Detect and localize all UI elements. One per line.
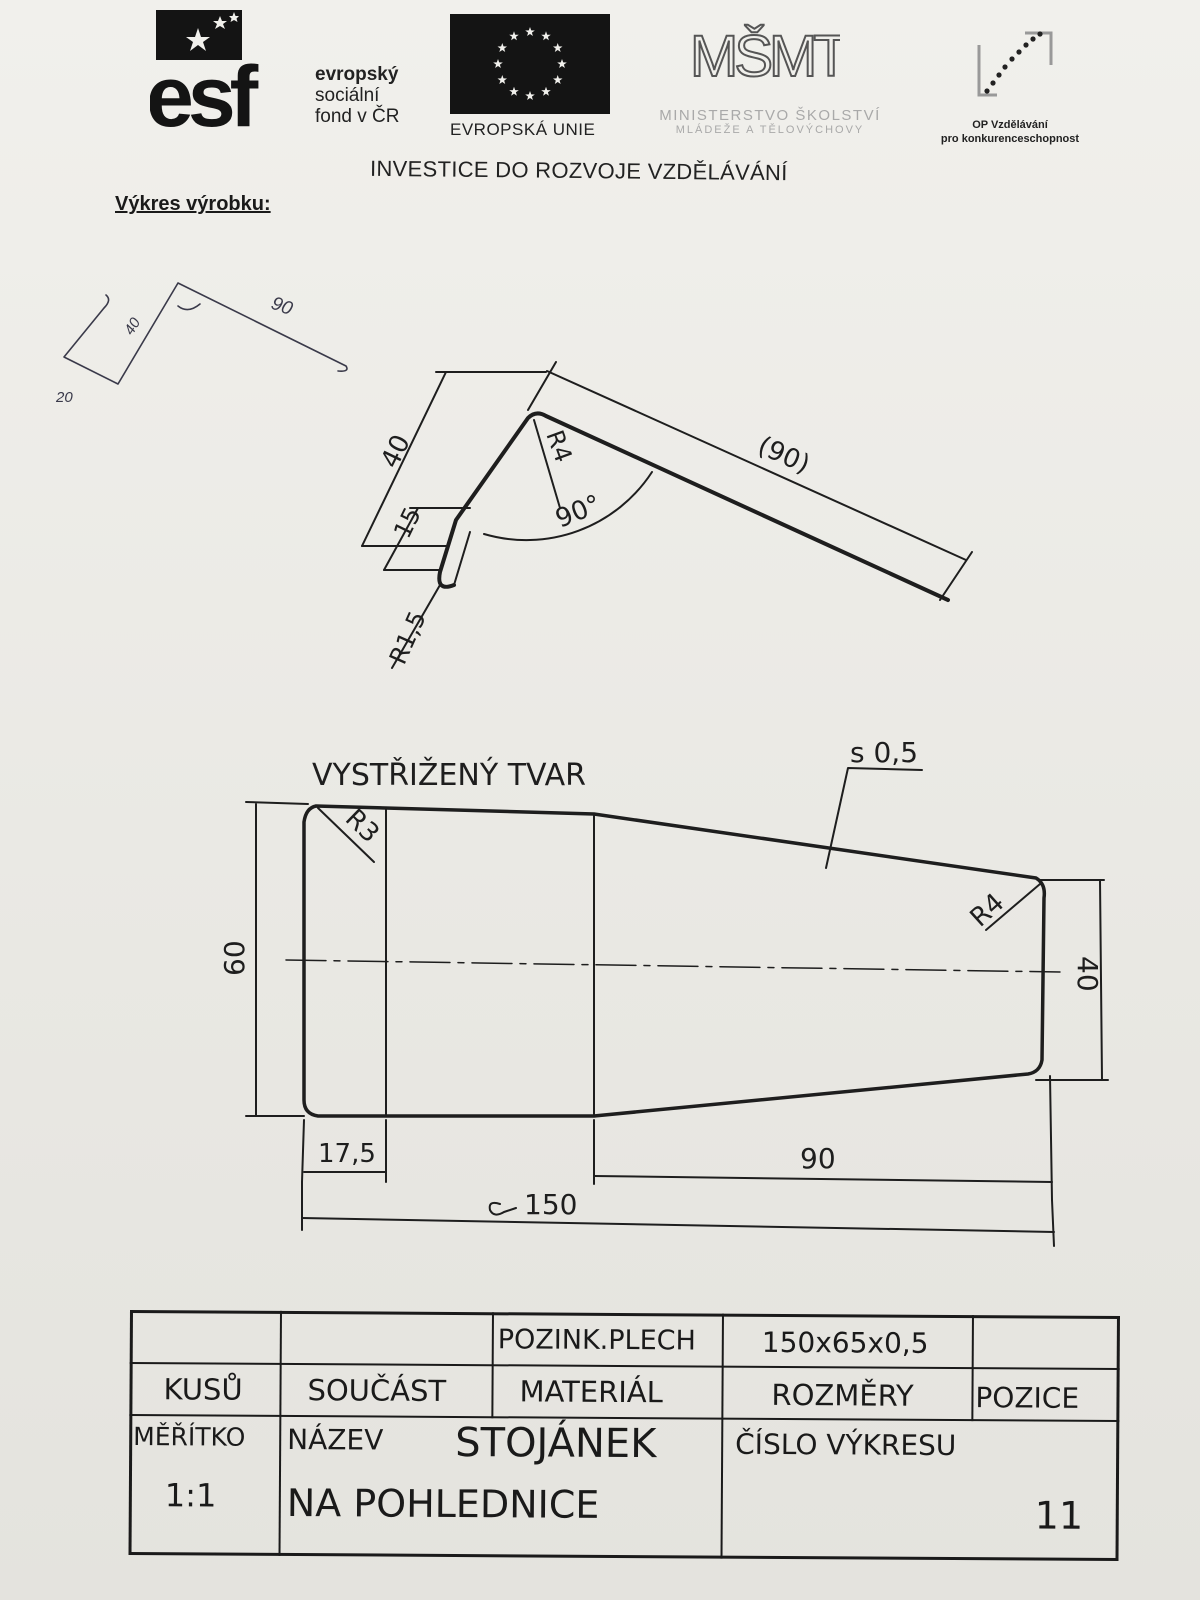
esf-logo: esf bbox=[150, 10, 265, 130]
op-line-2: pro konkurenceschopnost bbox=[940, 133, 1080, 145]
tb-label-name: NÁZEV bbox=[287, 1422, 384, 1457]
tb-drawing-no: 11 bbox=[1034, 1493, 1084, 1538]
eu-star-icon bbox=[509, 31, 519, 41]
esf-text: evropský sociální fond v ČR bbox=[315, 64, 399, 127]
eu-star-icon bbox=[553, 75, 563, 84]
eu-star-icon bbox=[525, 91, 535, 100]
op-line-1: OP Vzdělávání bbox=[972, 119, 1048, 131]
esf-line-2: sociální bbox=[315, 85, 380, 106]
side-radius-r15: R1,5 bbox=[384, 607, 432, 668]
blank-thickness: s 0,5 bbox=[850, 736, 918, 769]
eu-star-icon bbox=[541, 31, 551, 41]
blank-dim-40: 40 bbox=[1071, 956, 1104, 992]
title-block: POZINK.PLECH 150x65x0,5 KUSŮ SOUČÁST MAT… bbox=[128, 1310, 1120, 1562]
side-profile bbox=[437, 411, 950, 602]
blank-title: VYSTŘIŽENÝ TVAR bbox=[312, 757, 586, 793]
eu-star-icon bbox=[557, 59, 567, 68]
sketch-dim-90: 90 bbox=[268, 293, 295, 320]
eu-star-icon bbox=[541, 86, 551, 96]
msmt-logo: MŠMT bbox=[690, 23, 840, 90]
eu-star-icon bbox=[497, 75, 507, 84]
eu-star-icon bbox=[553, 43, 563, 52]
tb-scale-value: 1:1 bbox=[164, 1476, 217, 1515]
blank-dim-150: 150 bbox=[524, 1188, 577, 1221]
eu-star-icon bbox=[525, 27, 535, 36]
eu-star-icon bbox=[497, 43, 507, 52]
op-logo bbox=[977, 31, 1053, 97]
sketch-dim-20: 20 bbox=[55, 389, 73, 406]
msmt-logo-text: MŠMT bbox=[690, 24, 840, 89]
side-view bbox=[361, 361, 973, 669]
tb-name-line-2: NA POHLEDNICE bbox=[286, 1480, 600, 1527]
eu-label: EVROPSKÁ UNIE bbox=[450, 120, 596, 139]
eu-star-icon bbox=[493, 59, 503, 68]
drawing-heading: Výkres výrobku: bbox=[115, 193, 271, 215]
esf-line-3: fond v ČR bbox=[315, 106, 400, 127]
tb-label-material: MATERIÁL bbox=[519, 1374, 663, 1410]
tb-label-dimensions: ROZMĚRY bbox=[771, 1377, 914, 1413]
tb-label-position: POZICE bbox=[975, 1381, 1080, 1415]
side-dim-40: 40 bbox=[375, 430, 416, 473]
blank-radius-r3: R3 bbox=[339, 803, 385, 849]
tb-material-value: POZINK.PLECH bbox=[497, 1324, 696, 1357]
esf-line-1: evropský bbox=[315, 64, 399, 85]
tb-label-scale: MĚŘÍTKO bbox=[133, 1422, 246, 1452]
blank-outline bbox=[302, 804, 1047, 1118]
hand-sketch bbox=[63, 282, 348, 385]
blank-dim-17-5: 17,5 bbox=[318, 1139, 376, 1169]
op-text: OP Vzdělávání pro konkurenceschopnost bbox=[915, 118, 1105, 146]
msmt-line-1: MINISTERSTVO ŠKOLSTVÍ bbox=[659, 107, 881, 124]
tb-label-pieces: KUSŮ bbox=[163, 1372, 243, 1407]
blank-dim-60: 60 bbox=[218, 940, 251, 976]
msmt-line-2: MLÁDEŽE A TĚLOVÝCHOVY bbox=[675, 124, 865, 136]
blank-dim-90: 90 bbox=[800, 1142, 836, 1175]
tb-label-part: SOUČÁST bbox=[307, 1373, 447, 1408]
sketch-dim-40: 40 bbox=[121, 314, 145, 338]
eu-star-icon bbox=[509, 86, 519, 96]
eu-flag-logo bbox=[450, 14, 610, 114]
side-dim-90: (90) bbox=[753, 431, 814, 480]
tb-dimensions-value: 150x65x0,5 bbox=[761, 1325, 929, 1360]
side-angle-90: 90° bbox=[551, 489, 605, 534]
msmt-text: MINISTERSTVO ŠKOLSTVÍ MLÁDEŽE A TĚLOVÝCH… bbox=[630, 108, 910, 138]
esf-logo-text: esf bbox=[150, 49, 259, 130]
blank-radius-r4: R4 bbox=[965, 888, 1011, 933]
tb-label-drawing-no: ČÍSLO VÝKRESU bbox=[735, 1427, 957, 1463]
tb-name-line-1: STOJÁNEK bbox=[455, 1419, 657, 1468]
blank-view bbox=[245, 767, 1109, 1247]
